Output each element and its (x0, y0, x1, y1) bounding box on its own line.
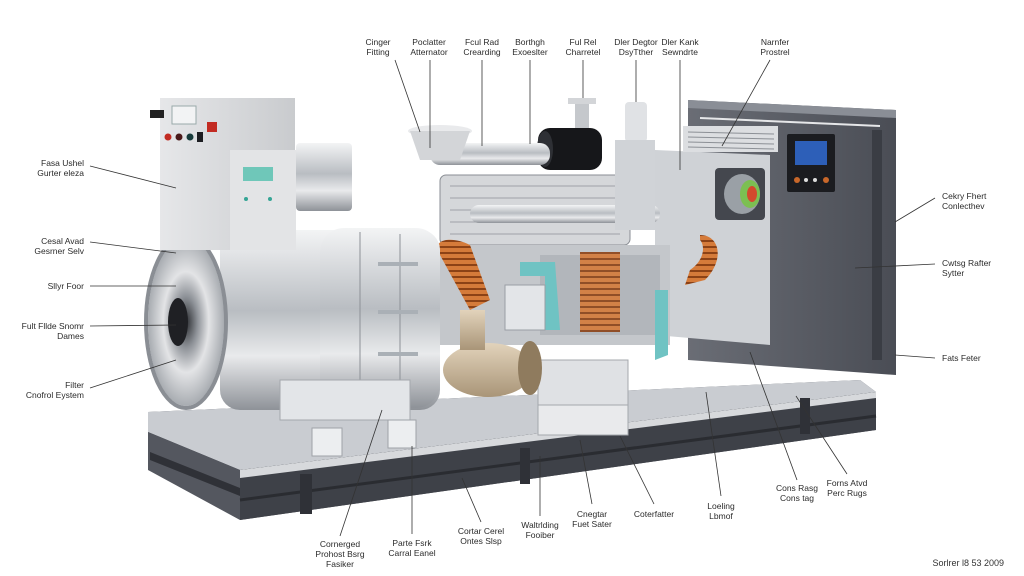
callout-text: Borthgh (515, 37, 545, 47)
callout-text: Exoeslter (512, 47, 548, 57)
callout-text: Fitting (366, 47, 390, 57)
callout-text: Lbmof (709, 511, 733, 521)
callout-text: Coterfatter (633, 509, 675, 519)
callout-text: Poclatter (412, 37, 446, 47)
callout-text: Conlecthev (942, 201, 985, 211)
callout-text: Atternator (410, 47, 448, 57)
callout-text: Waltrlding (521, 520, 559, 530)
callout-text: Sytter (942, 268, 965, 278)
callout-text: Sllyr Foor (47, 281, 84, 291)
callout-text: Cwtsg Rafter (942, 258, 992, 268)
callout-text: Charretel (565, 47, 601, 57)
callout-text: Parte Fsrk (392, 538, 432, 548)
callout-text: Narnfer (760, 37, 790, 47)
callout-text: Loeling (707, 501, 735, 511)
left-control-box (150, 98, 352, 250)
callout-text: Fcul Rad (464, 37, 500, 47)
callout-label: Sllyr Foor (48, 281, 84, 291)
callout-label: Fats Feter (942, 353, 981, 363)
callout-text: Dames (57, 331, 84, 341)
callout-text: Cornerged (319, 539, 361, 549)
engine-block (408, 98, 718, 436)
callout-text: Crearding (463, 47, 501, 57)
callout-label: Coterfatter (634, 509, 674, 519)
callout-text: Cons Rasg (775, 483, 819, 493)
callout-text: Fult Fllde Snomr (21, 321, 84, 331)
image-credit: Sorlrer l8 53 2009 (932, 558, 1004, 568)
callout-text: Fasa Ushel (41, 158, 84, 168)
callout-text: Cekry Fhert (942, 191, 987, 201)
callout-text: Forns Atvd (826, 478, 868, 488)
callout-text: Cinger (365, 37, 391, 47)
callout-text: Perc Rugs (827, 488, 867, 498)
callout-text: Prohost Bsrg (315, 549, 365, 559)
callout-text: Cnofrol Eystem (25, 390, 84, 400)
callout-text: Gurter eleza (37, 168, 84, 178)
callout-text: Ontes Slsp (460, 536, 502, 546)
alternator (144, 228, 440, 457)
callout-text: DsyTther (618, 47, 654, 57)
callout-text: Sewndrte (662, 47, 698, 57)
callout-text: Cortar Cerel (457, 526, 505, 536)
callout-text: Fasiker (326, 559, 354, 569)
callout-text: Cesal Avad (41, 236, 84, 246)
callout-text: Dler Kank (661, 37, 699, 47)
callout-text: Fats Feter (942, 353, 981, 363)
radiator-module (655, 126, 778, 345)
callout-text: Cnegtar (576, 509, 608, 519)
callout-text: Prostrel (760, 47, 790, 57)
callout-text: Dler Degtor (614, 37, 658, 47)
callout-text: Gesrner Selv (34, 246, 84, 256)
callout-text: Fooiber (525, 530, 555, 540)
callout-text: Cons tag (779, 493, 815, 503)
callout-text: Filter (65, 380, 84, 390)
callout-text: Carral Eanel (388, 548, 436, 558)
leader-lines (89, 59, 936, 537)
callout-text: Ful Rel (569, 37, 597, 47)
callout-text: Fuet Sater (572, 519, 612, 529)
